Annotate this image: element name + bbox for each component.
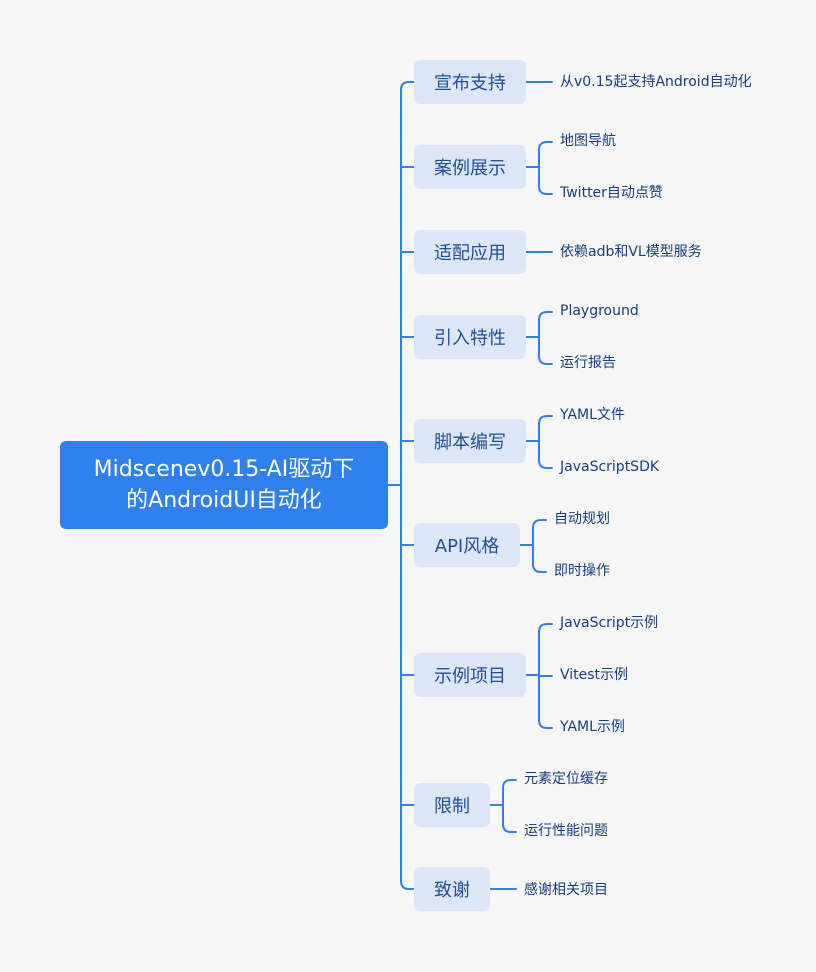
leaf-adapted-apps-1[interactable]: 依赖adb和VL模型服务 [560, 244, 702, 260]
leaf-case-showcase-2[interactable]: Twitter自动点赞 [560, 185, 663, 201]
branch-example-projects[interactable]: 示例项目 [414, 653, 526, 697]
branch-api-style[interactable]: API风格 [414, 523, 520, 567]
leaf-case-showcase-1[interactable]: 地图导航 [560, 133, 616, 149]
leaf-example-projects-1[interactable]: JavaScript示例 [560, 615, 659, 631]
branch-new-features[interactable]: 引入特性 [414, 315, 526, 359]
leaf-new-features-1[interactable]: Playground [560, 303, 639, 319]
leaf-acknowledgements-1[interactable]: 感谢相关项目 [524, 882, 608, 898]
leaf-new-features-2[interactable]: 运行报告 [560, 355, 616, 371]
branch-script-writing[interactable]: 脚本编写 [414, 419, 526, 463]
leaf-example-projects-3[interactable]: YAML示例 [560, 719, 625, 735]
leaf-script-writing-2[interactable]: JavaScriptSDK [560, 459, 660, 475]
leaf-script-writing-1[interactable]: YAML文件 [560, 407, 625, 423]
connector-fork-4 [538, 311, 553, 365]
connector-trunk [400, 81, 410, 890]
connector-fork-6 [532, 519, 547, 573]
branch-case-showcase[interactable]: 案例展示 [414, 145, 526, 189]
root-topic-line-1: Midscenev0.15-AI驱动下 [93, 457, 355, 482]
root-topic-line-2: 的AndroidUI自动化 [126, 488, 322, 513]
branch-adapted-apps[interactable]: 适配应用 [414, 230, 526, 274]
branch-limitations[interactable]: 限制 [414, 783, 490, 827]
branch-announce-support[interactable]: 宣布支持 [414, 60, 526, 104]
leaf-announce-support-1[interactable]: 从v0.15起支持Android自动化 [560, 74, 752, 90]
leaf-api-style-1[interactable]: 自动规划 [554, 511, 610, 527]
leaf-example-projects-2[interactable]: Vitest示例 [560, 667, 629, 683]
branch-acknowledgements[interactable]: 致谢 [414, 867, 490, 911]
connector-fork-8 [502, 779, 517, 833]
leaf-limitations-2[interactable]: 运行性能问题 [524, 823, 608, 839]
connector-fork-5 [538, 415, 553, 469]
leaf-api-style-2[interactable]: 即时操作 [554, 563, 610, 579]
leaf-limitations-1[interactable]: 元素定位缓存 [524, 771, 608, 787]
connector-fork-2 [538, 141, 553, 195]
root-topic[interactable]: Midscenev0.15-AI驱动下 的AndroidUI自动化 [60, 441, 388, 529]
